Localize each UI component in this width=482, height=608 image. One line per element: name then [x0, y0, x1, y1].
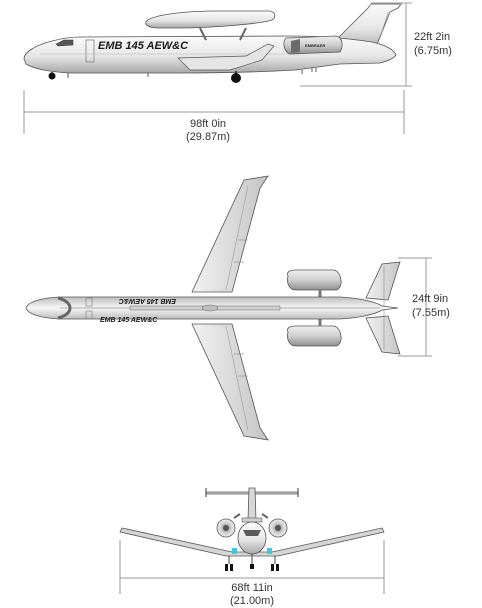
front-engines: [216, 518, 288, 538]
wingspan-metric-label: (21.00m): [230, 595, 274, 607]
length-metric-label: (29.87m): [186, 131, 230, 143]
top-upper-marking: EMB 145 AEW&C: [118, 297, 176, 304]
top-wing-upper: [191, 175, 269, 293]
length-imperial-label: 98ft 0in: [190, 118, 226, 130]
front-wing-light-left: [232, 548, 237, 554]
top-lower-marking: EMB 145 AEW&C: [100, 317, 158, 324]
height-dimension: [300, 2, 412, 87]
height-metric-label: (6.75m): [414, 45, 452, 57]
tail-span-imperial-label: 24ft 9in: [412, 293, 448, 305]
top-wing-lower: [191, 323, 269, 441]
top-engines: [287, 269, 342, 347]
front-fuselage: [237, 521, 267, 555]
tail-span-dimension: [398, 257, 432, 357]
front-wing-light-right: [267, 548, 272, 554]
side-engine-logo: EMBRAER: [305, 43, 325, 48]
tail-span-metric-label: (7.55m): [412, 307, 450, 319]
front-vertical-tail: [247, 487, 257, 521]
side-wing: [177, 43, 275, 71]
front-landing-gear: [225, 554, 279, 571]
wingspan-imperial-label: 68ft 11in: [231, 582, 272, 594]
side-view: EMB 145 AEW&C EMBRAER: [23, 2, 403, 83]
side-landing-gear: [48, 71, 241, 83]
side-radar-antenna: [145, 10, 276, 29]
side-fuselage-marking: EMB 145 AEW&C: [98, 40, 189, 52]
length-dimension: [23, 90, 405, 134]
wingspan-dimension: [119, 540, 385, 594]
top-view: EMB 145 AEW&C EMB 145 AEW&C: [25, 175, 401, 441]
height-imperial-label: 22ft 2in: [414, 31, 450, 43]
top-horizontal-tail: [365, 261, 401, 301]
front-view: [119, 487, 385, 571]
